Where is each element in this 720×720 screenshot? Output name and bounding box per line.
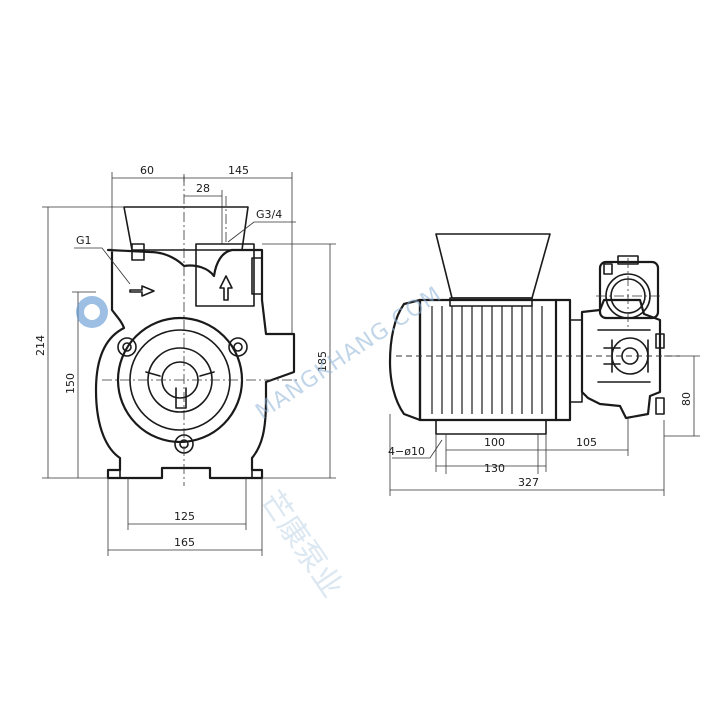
side-dimension-labels: 100 130 105 327 80 4−ø10 bbox=[388, 392, 693, 489]
watermark-text: MANGKHANG.COM bbox=[251, 282, 446, 425]
flow-arrow-right-icon bbox=[129, 285, 155, 297]
label-holes: 4−ø10 bbox=[388, 445, 425, 458]
front-vanes bbox=[145, 371, 215, 377]
side-motor-fins bbox=[431, 306, 543, 414]
front-pump-body bbox=[94, 248, 296, 480]
label-g3-4: G3/4 bbox=[256, 208, 282, 221]
dim-145: 145 bbox=[228, 164, 249, 177]
dim-165: 165 bbox=[174, 536, 195, 549]
side-dimensions bbox=[389, 355, 700, 496]
dim-60: 60 bbox=[140, 164, 154, 177]
label-g1: G1 bbox=[76, 234, 92, 247]
dim-327: 327 bbox=[518, 476, 539, 489]
front-inlet-boss bbox=[195, 243, 255, 307]
side-motor-body bbox=[418, 298, 558, 422]
flow-arrow-up-icon bbox=[219, 275, 233, 301]
dim-125: 125 bbox=[174, 510, 195, 523]
front-dimensions bbox=[42, 172, 336, 556]
side-view bbox=[388, 233, 680, 435]
side-motor-foot bbox=[435, 419, 547, 435]
front-boss-flange bbox=[251, 257, 263, 295]
front-dimension-labels: 60 145 28 G3/4 G1 214 150 185 125 165 bbox=[34, 164, 329, 549]
front-plug bbox=[131, 243, 145, 261]
dim-80: 80 bbox=[680, 392, 693, 406]
dim-28: 28 bbox=[196, 182, 210, 195]
watermark-chinese: 芒康泵业 bbox=[253, 485, 349, 604]
front-view bbox=[94, 176, 300, 486]
side-hopper bbox=[435, 233, 551, 299]
dim-214: 214 bbox=[34, 335, 47, 356]
side-pump-casing bbox=[580, 298, 662, 420]
dim-150: 150 bbox=[64, 373, 77, 394]
dim-130: 130 bbox=[484, 462, 505, 475]
dim-185: 185 bbox=[316, 351, 329, 372]
watermark-logo-icon bbox=[76, 296, 108, 328]
front-bolt-left bbox=[117, 337, 137, 357]
dim-105: 105 bbox=[576, 436, 597, 449]
front-key bbox=[175, 387, 187, 409]
front-bolt-right bbox=[228, 337, 248, 357]
dim-100: 100 bbox=[484, 436, 505, 449]
side-motor-cap bbox=[388, 298, 422, 422]
